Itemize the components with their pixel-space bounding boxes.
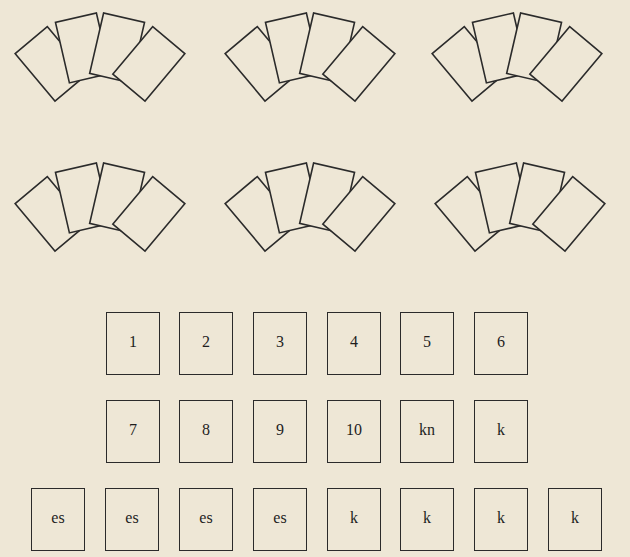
card-label: k bbox=[401, 509, 453, 527]
playing-card: 9 bbox=[253, 400, 307, 463]
card-label: es bbox=[106, 509, 158, 527]
playing-card: k bbox=[327, 488, 381, 551]
playing-card: 6 bbox=[474, 312, 528, 375]
playing-card: 7 bbox=[106, 400, 160, 463]
card-label: k bbox=[549, 509, 601, 527]
playing-card: es bbox=[31, 488, 85, 551]
card-label: 7 bbox=[107, 421, 159, 439]
face-down-card bbox=[530, 27, 602, 101]
card-fan bbox=[225, 13, 395, 101]
playing-card: es bbox=[253, 488, 307, 551]
card-label: 6 bbox=[475, 333, 527, 351]
card-label: 9 bbox=[254, 421, 306, 439]
card-label: es bbox=[180, 509, 232, 527]
playing-card: k bbox=[548, 488, 602, 551]
face-down-card bbox=[533, 177, 605, 251]
card-label: k bbox=[475, 421, 527, 439]
card-label: es bbox=[32, 509, 84, 527]
face-down-card bbox=[113, 27, 185, 101]
card-label: 3 bbox=[254, 333, 306, 351]
card-label: kn bbox=[401, 421, 453, 439]
playing-card: kn bbox=[400, 400, 454, 463]
playing-card: 4 bbox=[327, 312, 381, 375]
card-fan bbox=[432, 13, 602, 101]
card-label: 1 bbox=[107, 333, 159, 351]
card-fan bbox=[435, 163, 605, 251]
card-label: 8 bbox=[180, 421, 232, 439]
card-label: 2 bbox=[180, 333, 232, 351]
playing-card: k bbox=[474, 488, 528, 551]
playing-card: 5 bbox=[400, 312, 454, 375]
playing-card: k bbox=[400, 488, 454, 551]
card-fan bbox=[15, 163, 185, 251]
card-label: 4 bbox=[328, 333, 380, 351]
card-label: es bbox=[254, 509, 306, 527]
playing-card: 1 bbox=[106, 312, 160, 375]
playing-card: 8 bbox=[179, 400, 233, 463]
card-fan bbox=[225, 163, 395, 251]
playing-card: 10 bbox=[327, 400, 381, 463]
playing-card: es bbox=[179, 488, 233, 551]
face-down-card bbox=[113, 177, 185, 251]
playing-card: 3 bbox=[253, 312, 307, 375]
playing-card: es bbox=[105, 488, 159, 551]
card-label: 5 bbox=[401, 333, 453, 351]
face-down-card bbox=[323, 177, 395, 251]
card-label: k bbox=[328, 509, 380, 527]
face-down-card bbox=[323, 27, 395, 101]
card-label: 10 bbox=[328, 421, 380, 439]
playing-card: 2 bbox=[179, 312, 233, 375]
card-label: k bbox=[475, 509, 527, 527]
playing-card: k bbox=[474, 400, 528, 463]
card-fan bbox=[15, 13, 185, 101]
